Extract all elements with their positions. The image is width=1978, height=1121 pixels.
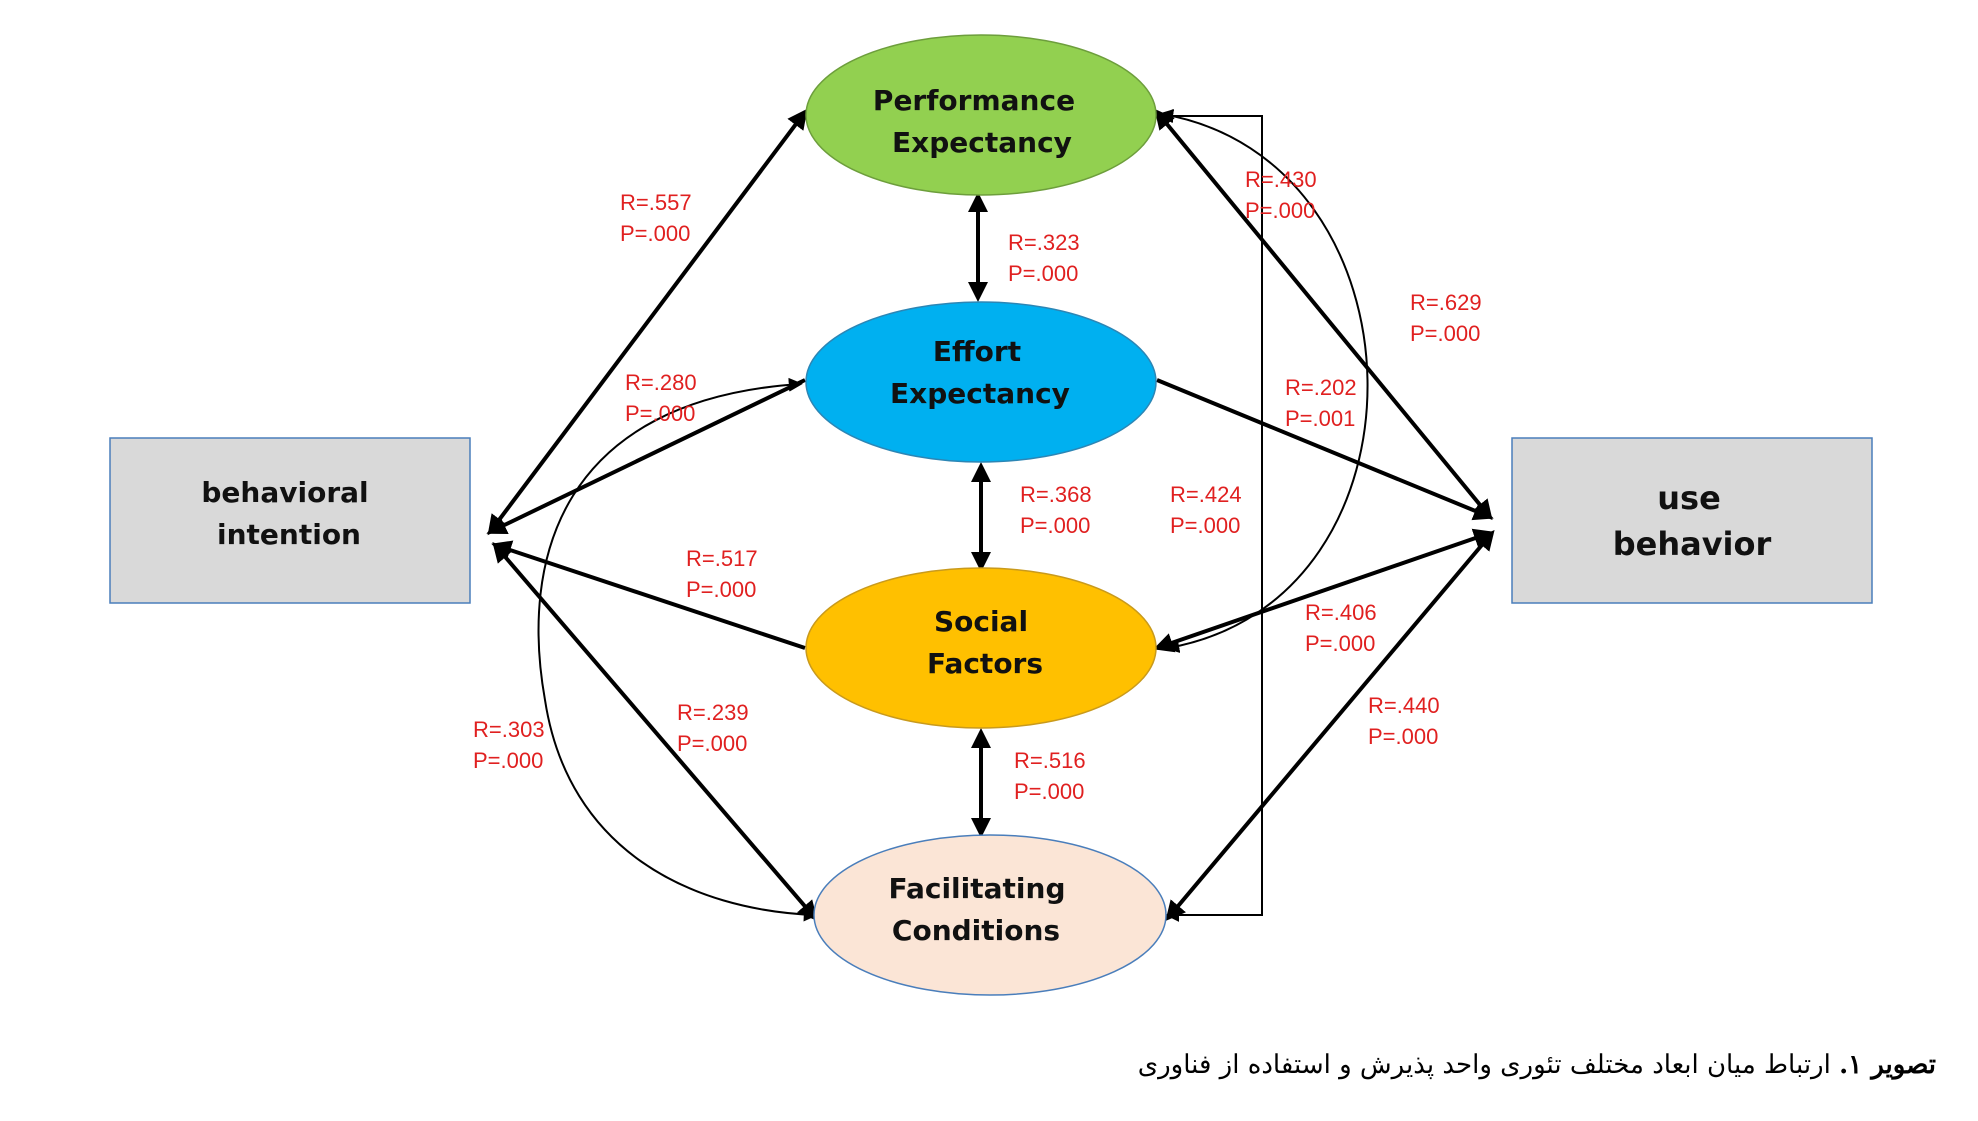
stat-ee-ub-r: R=.202 [1285,375,1357,400]
stat-pe-bi-r: R=.557 [620,190,692,215]
performance-label-line2: Expectancy [892,126,1072,159]
stat-sf-ub: R=.406 P=.000 [1305,600,1377,656]
intention-label-line1: behavioral [201,476,368,509]
stat-fc-ub-p: P=.000 [1368,724,1438,749]
stat-pe-ub-r: R=.629 [1410,290,1482,315]
facilitating-label-line2: Conditions [892,914,1060,947]
stat-fc-bi-r: R=.239 [677,700,749,725]
stat-ee-fc-r: R=.280 [625,370,697,395]
stat-ee-ub-p: P=.001 [1285,406,1355,431]
stat-sf-ub-p: P=.000 [1305,631,1375,656]
stat-sf-bi: R=.517 P=.000 [686,546,758,602]
stat-sf-bi-p: P=.000 [686,577,756,602]
effort-expectancy-node: Effort Expectancy [805,301,1157,463]
stat-pe-bi: R=.557 P=.000 [620,190,692,246]
edge-effort-use [1156,378,1494,521]
edge-facilitating-use [1165,529,1495,922]
stat-pe-ub-p: P=.000 [1410,321,1480,346]
stat-pe-ee: R=.323 P=.000 [1008,230,1080,286]
stat-sf-fc-r: R=.516 [1014,748,1086,773]
stat-pe-bi-p: P=.000 [620,221,690,246]
stat-ee-fc: R=.280 P=.000 [625,370,697,426]
stat-pe-ee-p: P=.000 [1008,261,1078,286]
stat-ee-sf: R=.368 P=.000 [1020,482,1092,538]
stat-pe-fc: R=.430 P=.000 [1245,167,1317,223]
use-label-line2: behavior [1613,525,1772,563]
behavioral-intention-box: behavioral intention [109,437,471,604]
stat-ee-sf-p: P=.000 [1020,513,1090,538]
stat-fc-ub-r: R=.440 [1368,693,1440,718]
caption-text: ارتباط میان ابعاد مختلف تئوری واحد پذیرش… [1137,1050,1840,1080]
figure-caption: تصویر ۱. ارتباط میان ابعاد مختلف تئوری و… [1138,1050,1936,1080]
stat-sf-ub-r: R=.406 [1305,600,1377,625]
social-label-line2: Factors [927,647,1043,680]
stat-ee-fc-p: P=.000 [625,401,695,426]
stat-fc-ub: R=.440 P=.000 [1368,693,1440,749]
stat-sf-bi-r: R=.517 [686,546,758,571]
use-behavior-box: use behavior [1511,437,1873,604]
stat-ee-ub: R=.202 P=.001 [1285,375,1357,431]
stat-sf-fc-p: P=.000 [1014,779,1084,804]
stat-fc-bi-p: P=.000 [677,731,747,756]
effort-label-line1: Effort [933,335,1021,368]
stat-pe-sf-r: R=.424 [1170,482,1242,507]
caption-prefix: تصویر ۱. [1839,1050,1936,1080]
edge-effort-intention [486,378,806,535]
edge-performance-use [1154,108,1493,521]
facilitating-label-line1: Facilitating [888,872,1065,905]
stat-pe-sf-p: P=.000 [1170,513,1240,538]
performance-label-line1: Performance [873,84,1075,117]
edge-effort-facilitating-curve [537,377,818,922]
intention-label-line2: intention [217,518,361,551]
stat-pe-fc-p: P=.000 [1245,198,1315,223]
stat-fc-bi: R=.239 P=.000 [677,700,749,756]
edge-performance-facilitating-bracket [1159,109,1263,922]
stat-pe-fc-r: R=.430 [1245,167,1317,192]
stat-sf-fc: R=.516 P=.000 [1014,748,1086,804]
social-factors-node: Social Factors [805,567,1157,729]
facilitating-conditions-node: Facilitating Conditions [813,834,1167,996]
performance-expectancy-node: Performance Expectancy [805,34,1157,196]
social-label-line1: Social [934,605,1028,638]
stat-ee-bi-curve-r: R=.303 [473,717,545,742]
edges [486,108,1495,922]
stat-pe-sf: R=.424 P=.000 [1170,482,1242,538]
stat-pe-ee-r: R=.323 [1008,230,1080,255]
effort-label-line2: Expectancy [890,377,1070,410]
stat-pe-ub: R=.629 P=.000 [1410,290,1482,346]
stat-ee-bi-curve-p: P=.000 [473,748,543,773]
stat-ee-bi-curve: R=.303 P=.000 [473,717,545,773]
use-label-line1: use [1657,479,1721,517]
edge-performance-intention [487,108,808,536]
stat-ee-sf-r: R=.368 [1020,482,1092,507]
edge-facilitating-intention [492,541,818,922]
